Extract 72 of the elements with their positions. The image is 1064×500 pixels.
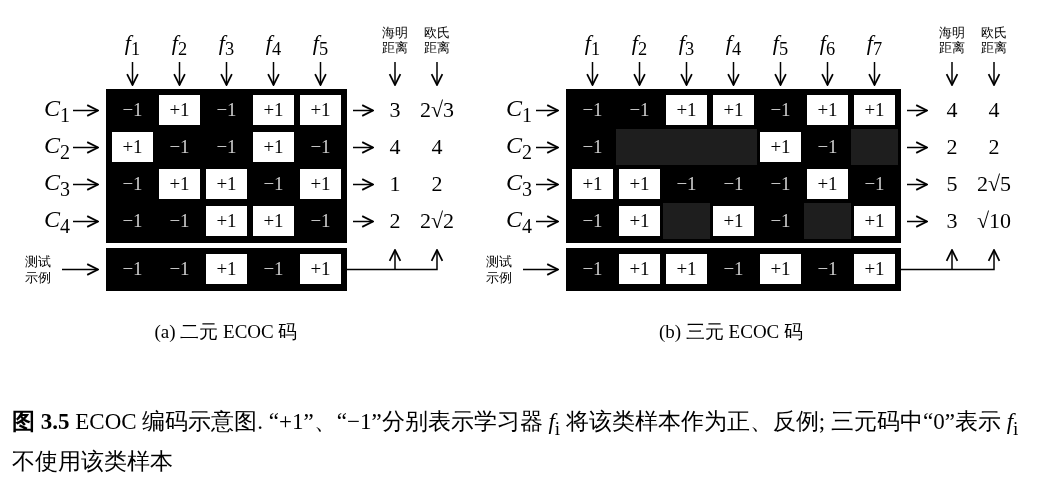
column-label: f$_{7}$: [866, 30, 883, 60]
euclidean-distance: 2√3: [419, 98, 455, 123]
matrix-cell: +1: [109, 129, 156, 165]
matrix-cell: +1: [804, 166, 851, 202]
row-label: C$_{2}$: [506, 132, 532, 163]
row-label: 测试示例: [24, 253, 52, 286]
column-label: f$_{1}$: [584, 30, 601, 60]
matrix-cell: +1: [616, 166, 663, 202]
column-label: f$_{6}$: [819, 30, 836, 60]
row-label: C$_{3}$: [506, 169, 532, 200]
matrix-cell: +1: [616, 251, 663, 287]
row-label: C$_{2}$: [44, 132, 70, 163]
matrix-cell: +1: [156, 166, 203, 202]
matrix-cell: +1: [250, 129, 297, 165]
column-label: f$_{3}$: [218, 30, 235, 60]
matrix-cell: +1: [569, 166, 616, 202]
column-label: f$_{4}$: [265, 30, 282, 60]
row-label: 测试示例: [485, 253, 513, 286]
hamming-distance: 2: [946, 135, 958, 160]
matrix-cell: +1: [297, 251, 344, 287]
matrix-cell: +1: [250, 92, 297, 128]
matrix-cell: +1: [203, 166, 250, 202]
matrix-cell: +1: [203, 203, 250, 239]
column-label: f$_{4}$: [725, 30, 742, 60]
row-label: C$_{3}$: [44, 169, 70, 200]
euclidean-distance: 2√5: [976, 172, 1012, 197]
matrix-cell: +1: [757, 129, 804, 165]
matrix-cell: +1: [710, 203, 757, 239]
matrix-cell: +1: [851, 92, 898, 128]
matrix-cell: +1: [663, 251, 710, 287]
matrix-cell: +1: [297, 92, 344, 128]
row-label: C$_{4}$: [506, 206, 532, 237]
column-label: f$_{3}$: [678, 30, 695, 60]
column-label: f$_{1}$: [124, 30, 141, 60]
matrix-cell: +1: [851, 251, 898, 287]
row-label: C$_{1}$: [44, 95, 70, 126]
euclidean-distance: 2√2: [419, 209, 455, 234]
matrix-cell: +1: [663, 92, 710, 128]
row-label: C$_{1}$: [506, 95, 532, 126]
column-header: 海明距离: [938, 25, 966, 55]
column-label: f$_{2}$: [171, 30, 188, 60]
matrix-cell: +1: [616, 203, 663, 239]
matrix-cell: +1: [757, 251, 804, 287]
matrix-cell: +1: [804, 92, 851, 128]
matrix-cell: +1: [250, 203, 297, 239]
column-label: f$_{2}$: [631, 30, 648, 60]
column-label: f$_{5}$: [772, 30, 789, 60]
hamming-distance: 5: [946, 172, 958, 197]
matrix-cell: +1: [156, 92, 203, 128]
panel-caption: (b) 三元 ECOC 码: [658, 321, 804, 343]
column-header: 海明距离: [381, 25, 409, 55]
matrix-cell: +1: [851, 203, 898, 239]
euclidean-distance: 4: [431, 135, 443, 160]
panel-caption: (a) 二元 ECOC 码: [154, 321, 298, 343]
matrix-cell: +1: [203, 251, 250, 287]
figure-caption: 图 3.5 ECOC 编码示意图. “+1”、“−1”分别表示学习器 f$_{i}$ 将该类样本作为正、反例; 三元码中“0”表示 f$_{i}$ 不使用该类样本: [12, 408, 1020, 476]
hamming-distance: 4: [389, 135, 401, 160]
hamming-distance: 3: [946, 209, 958, 234]
hamming-distance: 1: [389, 172, 401, 197]
row-label: C$_{4}$: [44, 206, 70, 237]
hamming-distance: 4: [946, 98, 958, 123]
euclidean-distance: 4: [988, 98, 1000, 123]
euclidean-distance: √10: [976, 209, 1012, 234]
euclidean-distance: 2: [431, 172, 443, 197]
matrix-cell: +1: [710, 92, 757, 128]
matrix-cell: +1: [297, 166, 344, 202]
column-header: 欧氏距离: [980, 25, 1008, 55]
hamming-distance: 2: [389, 209, 401, 234]
column-label: f$_{5}$: [312, 30, 329, 60]
euclidean-distance: 2: [988, 135, 1000, 160]
column-header: 欧氏距离: [423, 25, 451, 55]
hamming-distance: 3: [389, 98, 401, 123]
